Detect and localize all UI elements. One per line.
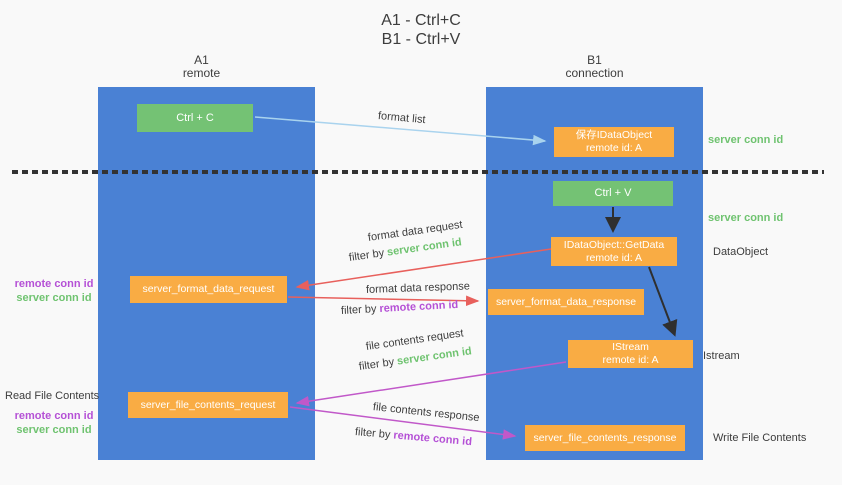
annotation-conn-ids-file: remote conn id server conn id [10, 410, 98, 437]
annotation-server-conn-id-mid: server conn id [708, 212, 784, 224]
annotation-server-conn-id: server conn id [16, 291, 92, 304]
node-istream-line1: IStream [612, 341, 649, 353]
label-filter-by-remote-conn-id-1: filter by remote conn id [341, 299, 459, 317]
filter-by-text: filter by [340, 302, 380, 317]
node-ctrl-c-label: Ctrl + C [176, 111, 214, 124]
node-save-dataobject: 保存IDataObject remote id: A [554, 127, 674, 157]
annotation-conn-ids-format: remote conn id server conn id [10, 278, 98, 305]
filter-by-text: filter by [348, 246, 388, 264]
node-file-contents-response: server_file_contents_response [525, 425, 685, 451]
remote-conn-id-text: remote conn id [392, 429, 473, 449]
label-format-data-response: format data response [365, 280, 471, 296]
remote-conn-id-text: remote conn id [379, 298, 459, 315]
node-getdata: IDataObject::GetData remote id: A [551, 237, 677, 266]
lifeline-a1-name: A1 [194, 53, 209, 67]
label-filter-by-server-conn-id-1: filter by server conn id [348, 236, 462, 264]
annotation-remote-conn-id: remote conn id [14, 410, 94, 422]
annotation-write-file-contents: Write File Contents [713, 432, 807, 444]
node-istream-line2: remote id: A [602, 354, 659, 366]
node-getdata-line2: remote id: A [585, 251, 643, 264]
node-format-data-response-label: server_format_data_response [495, 295, 637, 308]
label-filter-by-remote-conn-id-2: filter by remote conn id [354, 426, 472, 448]
node-format-data-request-label: server_format_data_request [142, 283, 275, 295]
node-save-dataobject-line2: remote id: A [585, 142, 643, 154]
dotted-divider-line [12, 170, 824, 174]
title-line-1: A1 - Ctrl+C [381, 12, 461, 29]
annotation-istream: Istream [703, 350, 740, 362]
annotation-server-conn-id-top: server conn id [708, 134, 784, 146]
label-file-contents-response: file contents response [372, 401, 481, 425]
annotation-remote-conn-id: remote conn id [14, 278, 94, 290]
node-save-dataobject-line1: 保存IDataObject [575, 129, 653, 141]
node-file-contents-response-label: server_file_contents_response [533, 431, 677, 444]
annotation-read-file-contents: Read File Contents [5, 390, 100, 402]
filter-by-text: filter by [358, 355, 398, 373]
label-format-list: format list [377, 110, 427, 127]
lifeline-header-b1: B1 connection [486, 54, 703, 80]
node-format-data-response: server_format_data_response [488, 289, 644, 315]
node-file-contents-request-label: server_file_contents_request [140, 398, 276, 411]
title-line-2: B1 - Ctrl+V [381, 31, 461, 48]
diagram-title: A1 - Ctrl+C B1 - Ctrl+V [0, 11, 842, 49]
filter-by-text: filter by [354, 426, 394, 442]
lifeline-a1-role: remote [182, 66, 221, 80]
lifeline-b1-role: connection [565, 66, 624, 80]
server-conn-id-text: server conn id [396, 345, 473, 368]
node-ctrl-v-label: Ctrl + V [594, 187, 632, 199]
node-ctrl-c: Ctrl + C [137, 104, 253, 132]
node-file-contents-request: server_file_contents_request [128, 392, 288, 418]
annotation-server-conn-id: server conn id [16, 423, 92, 436]
lifeline-b1-name: B1 [587, 53, 602, 67]
annotation-dataobject: DataObject [713, 246, 769, 258]
node-getdata-line1: IDataObject::GetData [563, 238, 665, 251]
lifeline-header-a1: A1 remote [93, 54, 310, 80]
node-ctrl-v: Ctrl + V [553, 181, 673, 206]
node-format-data-request: server_format_data_request [130, 276, 287, 303]
node-istream: IStream remote id: A [568, 340, 693, 368]
